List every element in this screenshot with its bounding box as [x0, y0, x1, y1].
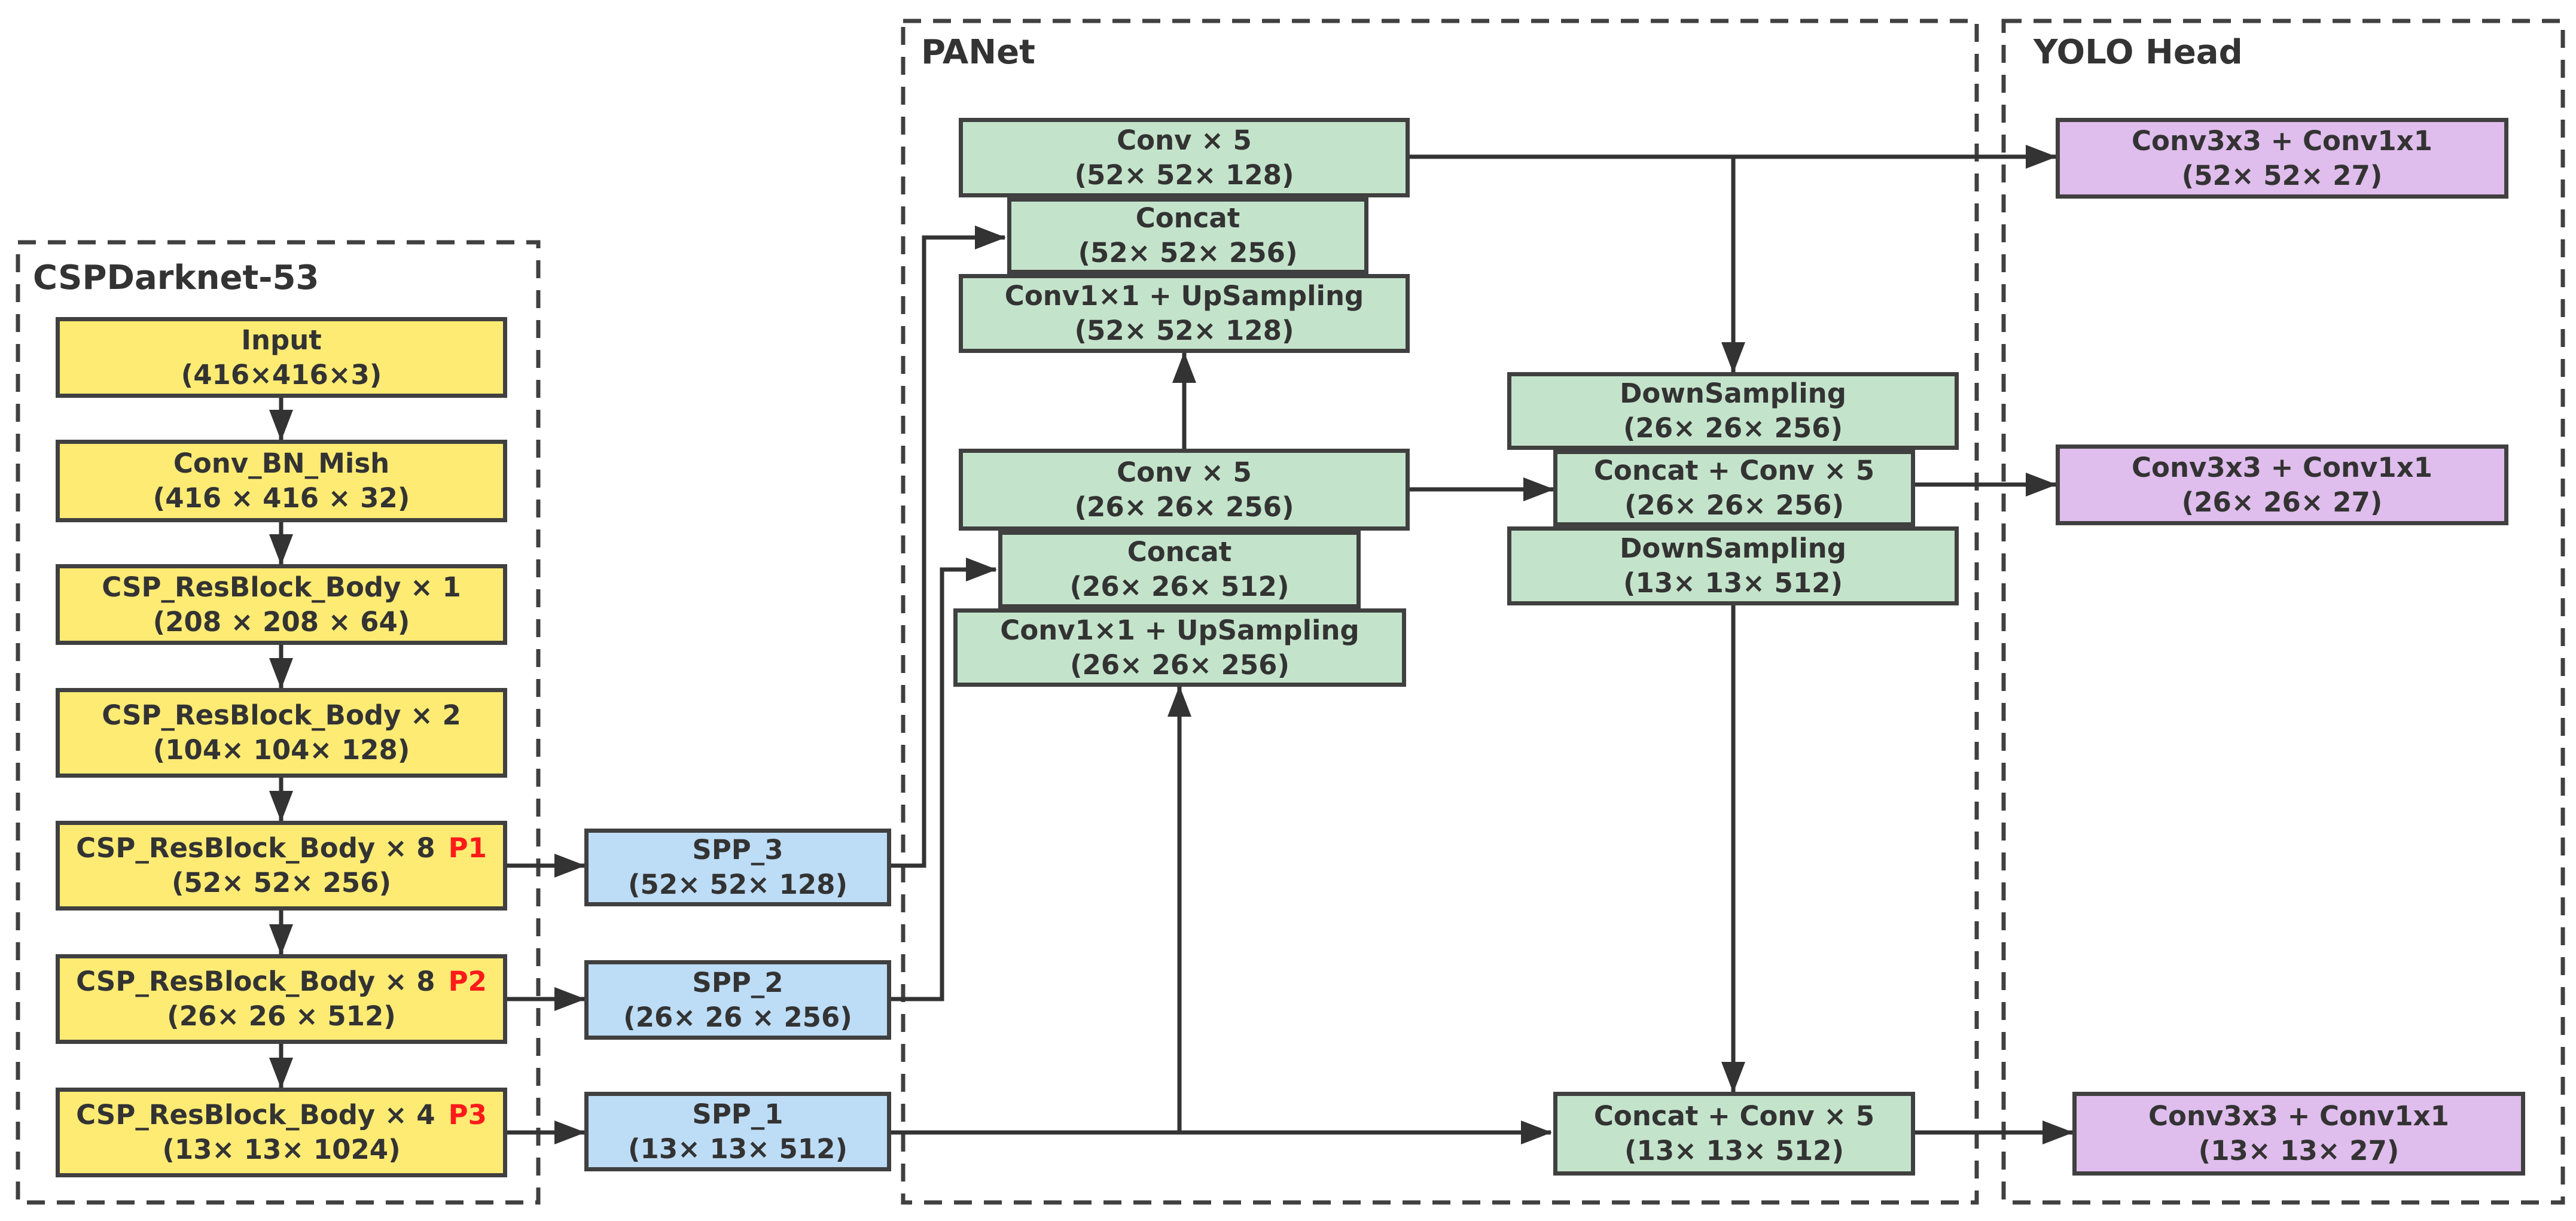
node-conv-bn-mish-title: Conv_BN_Mish	[173, 447, 390, 479]
node-downsampling-13-title: DownSampling	[1620, 532, 1846, 564]
head-region-frame	[2001, 19, 2565, 1205]
node-res-block-1-title: CSP_ResBlock_Body × 1	[102, 571, 461, 603]
node-upsample-26: Conv1×1 + UpSampling (26× 26× 256)	[953, 608, 1406, 687]
node-concat-conv5-13-shape: (13× 13× 512)	[1624, 1135, 1845, 1167]
node-res-block-4-p3-title-row: CSP_ResBlock_Body × 4 P3	[76, 1098, 487, 1132]
node-res-block-8-p2-title-row: CSP_ResBlock_Body × 8 P2	[76, 964, 487, 999]
node-spp-1-title: SPP_1	[692, 1098, 784, 1130]
node-concat-conv5-13-title: Concat + Conv × 5	[1593, 1100, 1875, 1132]
node-res-block-8-p2-title: CSP_ResBlock_Body × 8	[76, 966, 435, 997]
node-res-block-4-p3-title: CSP_ResBlock_Body × 4	[76, 1099, 435, 1131]
node-input-title: Input	[241, 324, 322, 356]
panet-region-frame	[901, 19, 1979, 1205]
node-upsample-52-title: Conv1×1 + UpSampling	[1004, 280, 1364, 312]
node-downsampling-13: DownSampling (13× 13× 512)	[1507, 526, 1959, 605]
node-conv5-26-shape: (26× 26× 256)	[1074, 491, 1294, 523]
node-upsample-52: Conv1×1 + UpSampling (52× 52× 128)	[959, 274, 1410, 353]
edge-spp2-to-concat26	[891, 558, 997, 1001]
node-res-block-8-p1-title: CSP_ResBlock_Body × 8	[76, 832, 435, 864]
node-res-block-2: CSP_ResBlock_Body × 2 (104× 104× 128)	[56, 688, 507, 778]
node-downsampling-26-shape: (26× 26× 256)	[1623, 412, 1843, 444]
node-concat-conv5-26: Concat + Conv × 5 (26× 26× 256)	[1553, 450, 1915, 526]
node-res-block-8-p1-shape: (52× 52× 256)	[171, 867, 392, 899]
node-head-13-shape: (13× 13× 27)	[2198, 1135, 2400, 1167]
node-res-block-2-title: CSP_ResBlock_Body × 2	[102, 699, 461, 731]
backbone-region-frame	[16, 240, 541, 1205]
node-head-26: Conv3x3 + Conv1x1 (26× 26× 27)	[2056, 444, 2508, 525]
node-res-block-1: CSP_ResBlock_Body × 1 (208 × 208 × 64)	[56, 564, 507, 645]
tag-p3: P3	[448, 1099, 487, 1131]
node-res-block-1-shape: (208 × 208 × 64)	[153, 605, 410, 638]
node-conv5-26-title: Conv × 5	[1117, 456, 1252, 488]
node-concat-52-title: Concat	[1135, 202, 1240, 234]
node-res-block-8-p1-title-row: CSP_ResBlock_Body × 8 P1	[76, 831, 487, 866]
node-concat-conv5-26-title: Concat + Conv × 5	[1593, 455, 1875, 486]
node-upsample-52-shape: (52× 52× 128)	[1074, 315, 1294, 346]
node-conv-bn-mish-shape: (416 × 416 × 32)	[153, 482, 410, 514]
node-downsampling-26: DownSampling (26× 26× 256)	[1507, 372, 1959, 450]
node-upsample-26-title: Conv1×1 + UpSampling	[1000, 614, 1359, 646]
node-head-52: Conv3x3 + Conv1x1 (52× 52× 27)	[2056, 118, 2508, 199]
tag-p1: P1	[448, 832, 487, 864]
node-res-block-8-p2-shape: (26× 26 × 512)	[167, 1000, 396, 1032]
node-concat-conv5-13: Concat + Conv × 5 (13× 13× 512)	[1553, 1092, 1915, 1176]
node-conv5-52: Conv × 5 (52× 52× 128)	[959, 118, 1410, 197]
node-res-block-4-p3: CSP_ResBlock_Body × 4 P3 (13× 13× 1024)	[56, 1088, 507, 1177]
node-input-shape: (416×416×3)	[181, 358, 382, 391]
node-spp-1: SPP_1 (13× 13× 512)	[584, 1092, 891, 1171]
node-spp-2-title: SPP_2	[692, 966, 784, 998]
node-conv5-26: Conv × 5 (26× 26× 256)	[959, 449, 1410, 531]
node-conv5-52-shape: (52× 52× 128)	[1074, 159, 1294, 191]
node-spp-3: SPP_3 (52× 52× 128)	[584, 829, 891, 906]
node-concat-26-title: Concat	[1127, 536, 1232, 568]
panet-region-title: PANet	[921, 33, 1035, 72]
node-head-26-shape: (26× 26× 27)	[2181, 486, 2383, 518]
node-conv-bn-mish: Conv_BN_Mish (416 × 416 × 32)	[56, 440, 507, 522]
node-concat-26: Concat (26× 26× 512)	[998, 531, 1361, 608]
node-spp-2: SPP_2 (26× 26 × 256)	[584, 960, 891, 1040]
node-res-block-8-p2: CSP_ResBlock_Body × 8 P2 (26× 26 × 512)	[56, 954, 507, 1044]
node-spp-3-title: SPP_3	[692, 834, 784, 866]
backbone-region-title: CSPDarknet-53	[33, 258, 319, 297]
node-head-26-title: Conv3x3 + Conv1x1	[2132, 451, 2432, 483]
head-region-title: YOLO Head	[2034, 33, 2243, 72]
node-concat-26-shape: (26× 26× 512)	[1069, 571, 1289, 602]
node-res-block-4-p3-shape: (13× 13× 1024)	[162, 1134, 401, 1165]
node-res-block-8-p1: CSP_ResBlock_Body × 8 P1 (52× 52× 256)	[56, 821, 507, 911]
edge-spp3-to-concat52	[891, 226, 1006, 868]
node-res-block-2-shape: (104× 104× 128)	[153, 734, 410, 766]
tag-p2: P2	[448, 966, 487, 997]
node-spp-3-shape: (52× 52× 128)	[627, 869, 848, 900]
node-input: Input (416×416×3)	[56, 317, 507, 398]
node-head-13-title: Conv3x3 + Conv1x1	[2148, 1100, 2449, 1132]
node-head-52-title: Conv3x3 + Conv1x1	[2132, 124, 2432, 157]
node-concat-conv5-26-shape: (26× 26× 256)	[1624, 489, 1845, 521]
node-conv5-52-title: Conv × 5	[1117, 124, 1252, 156]
node-downsampling-13-shape: (13× 13× 512)	[1623, 567, 1843, 599]
node-spp-1-shape: (13× 13× 512)	[627, 1132, 848, 1165]
node-head-52-shape: (52× 52× 27)	[2181, 159, 2383, 191]
node-spp-2-shape: (26× 26 × 256)	[623, 1001, 852, 1033]
node-upsample-26-shape: (26× 26× 256)	[1069, 648, 1290, 681]
node-concat-52: Concat (52× 52× 256)	[1007, 197, 1368, 274]
node-downsampling-26-title: DownSampling	[1620, 377, 1846, 409]
node-concat-52-shape: (52× 52× 256)	[1078, 237, 1298, 269]
node-head-13: Conv3x3 + Conv1x1 (13× 13× 27)	[2072, 1092, 2525, 1176]
